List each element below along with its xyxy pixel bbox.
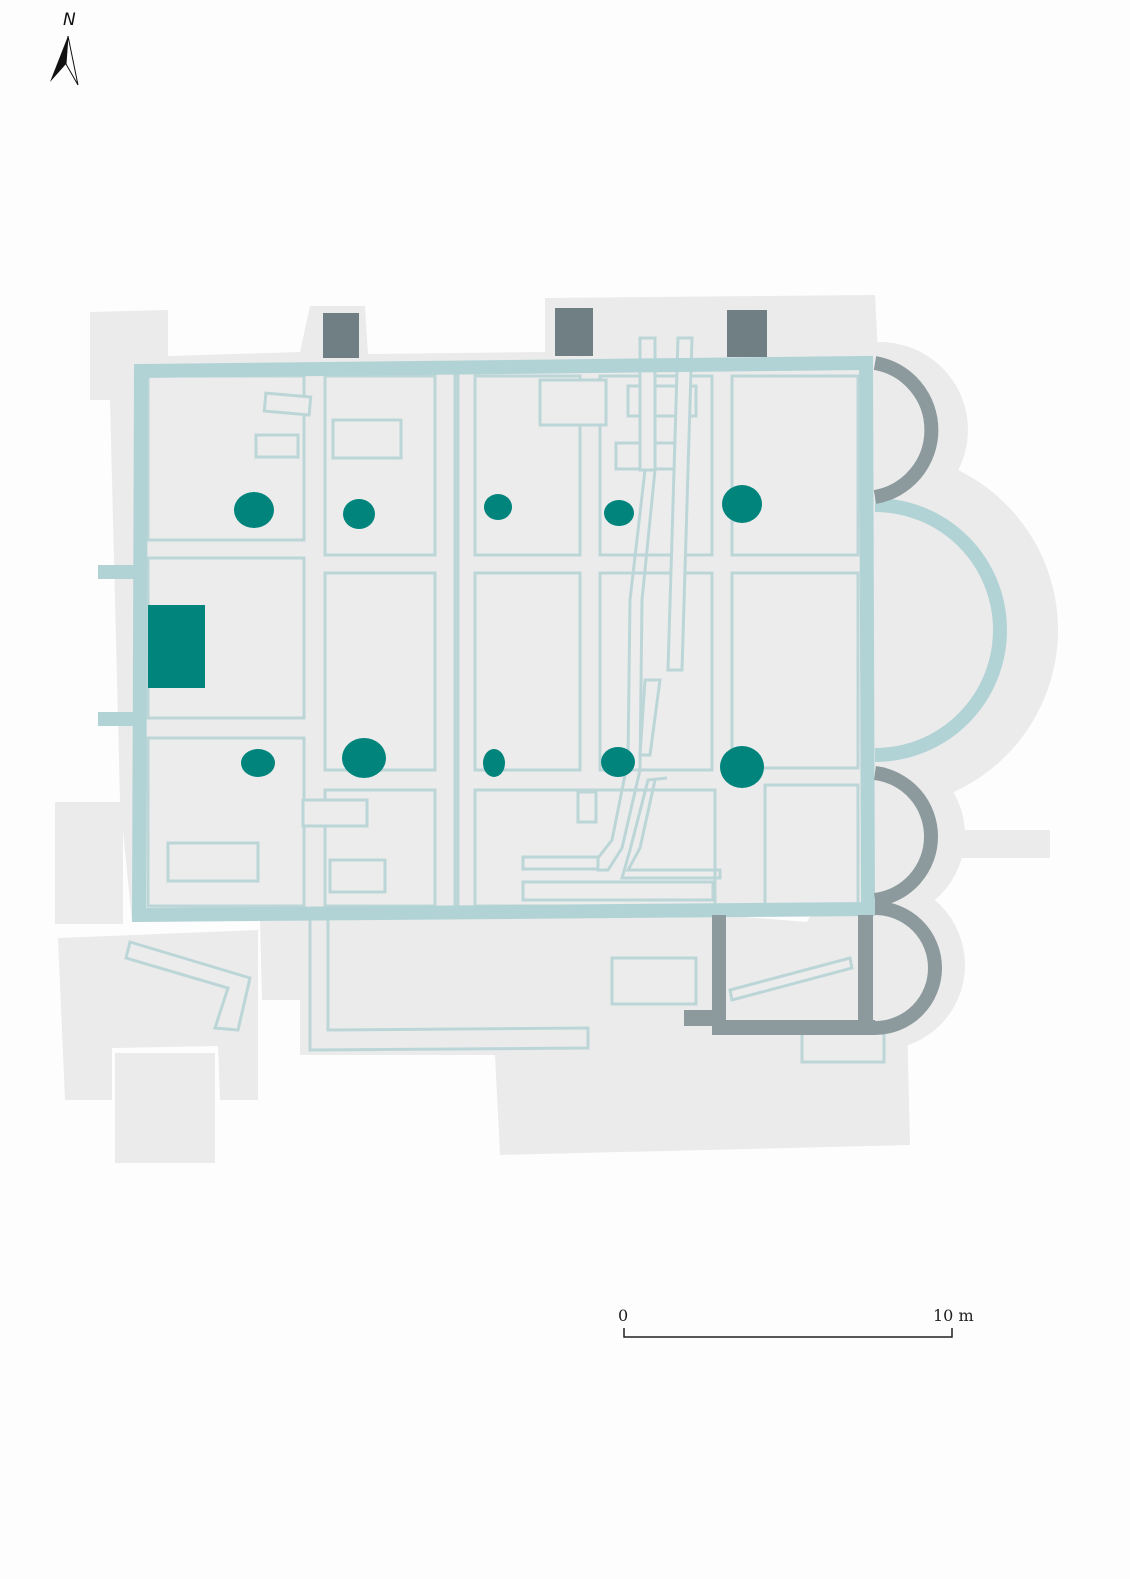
side-wall-stub [98,712,138,726]
pillar [484,494,512,520]
pillar [343,499,375,529]
altar-block [148,605,205,688]
main-apse [874,498,1007,762]
annex-walls [684,915,875,1035]
pillar [342,738,386,778]
pillar [483,749,505,777]
pillar [241,749,275,777]
south-apse-2 [874,901,942,1035]
scale-bar [623,1328,953,1338]
side-wall-stub [98,565,138,579]
pillar [720,746,764,788]
interior-walls [124,336,886,1064]
pillar [601,747,635,777]
south-apse-1 [873,766,939,907]
pillar [604,500,634,526]
scale-start-label: 0 [618,1306,629,1325]
north-apse [873,356,939,504]
pillar [234,492,274,528]
north-arrow-icon [50,35,79,86]
north-label: N [63,10,76,30]
pillar [722,485,762,523]
scale-end-label: 10 m [933,1306,974,1325]
buttresses [323,308,767,358]
outer-wall [131,355,876,923]
pillars [234,485,764,788]
